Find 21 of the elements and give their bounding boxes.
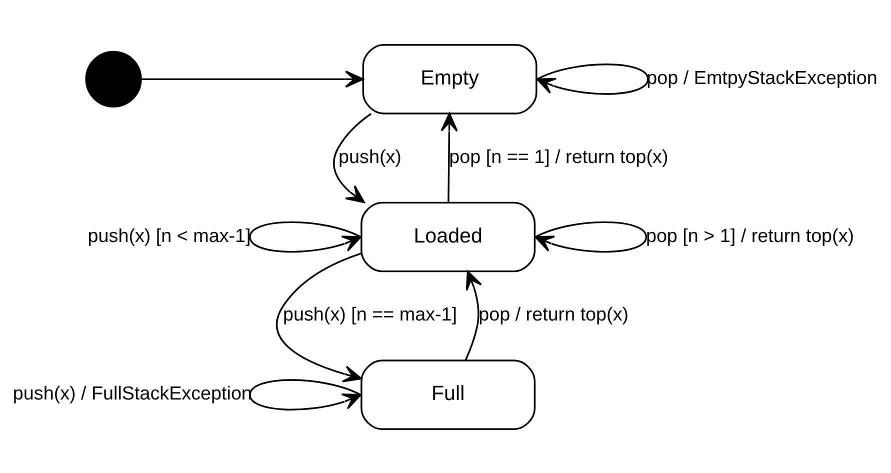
arrow (141, 70, 364, 88)
node-box: Full (360, 359, 536, 430)
edge-label: pop / EmtpyStackException (646, 66, 878, 88)
edge-label: pop [n == 1] / return top(x) (449, 145, 668, 166)
node-circle (85, 50, 142, 107)
edge-label: pop / return top(x) (478, 303, 629, 324)
arrow (440, 112, 458, 202)
edge-label: pop [n > 1] / return top(x) (646, 224, 854, 246)
edge-label: push(x) [n < max-1] (88, 224, 251, 246)
arrow (249, 378, 362, 410)
arrow (276, 252, 362, 382)
edge-label: push(x) / FullStackException (12, 382, 252, 404)
arrow (333, 112, 372, 203)
edge-label: push(x) (338, 145, 402, 166)
arrow (249, 220, 362, 252)
edge-label: push(x) [n == max-1] (283, 303, 458, 324)
arrow (464, 270, 482, 360)
arrow (534, 220, 648, 252)
arrow (536, 63, 649, 94)
node-box: Empty (362, 44, 538, 114)
node-box: Loaded (360, 201, 536, 272)
